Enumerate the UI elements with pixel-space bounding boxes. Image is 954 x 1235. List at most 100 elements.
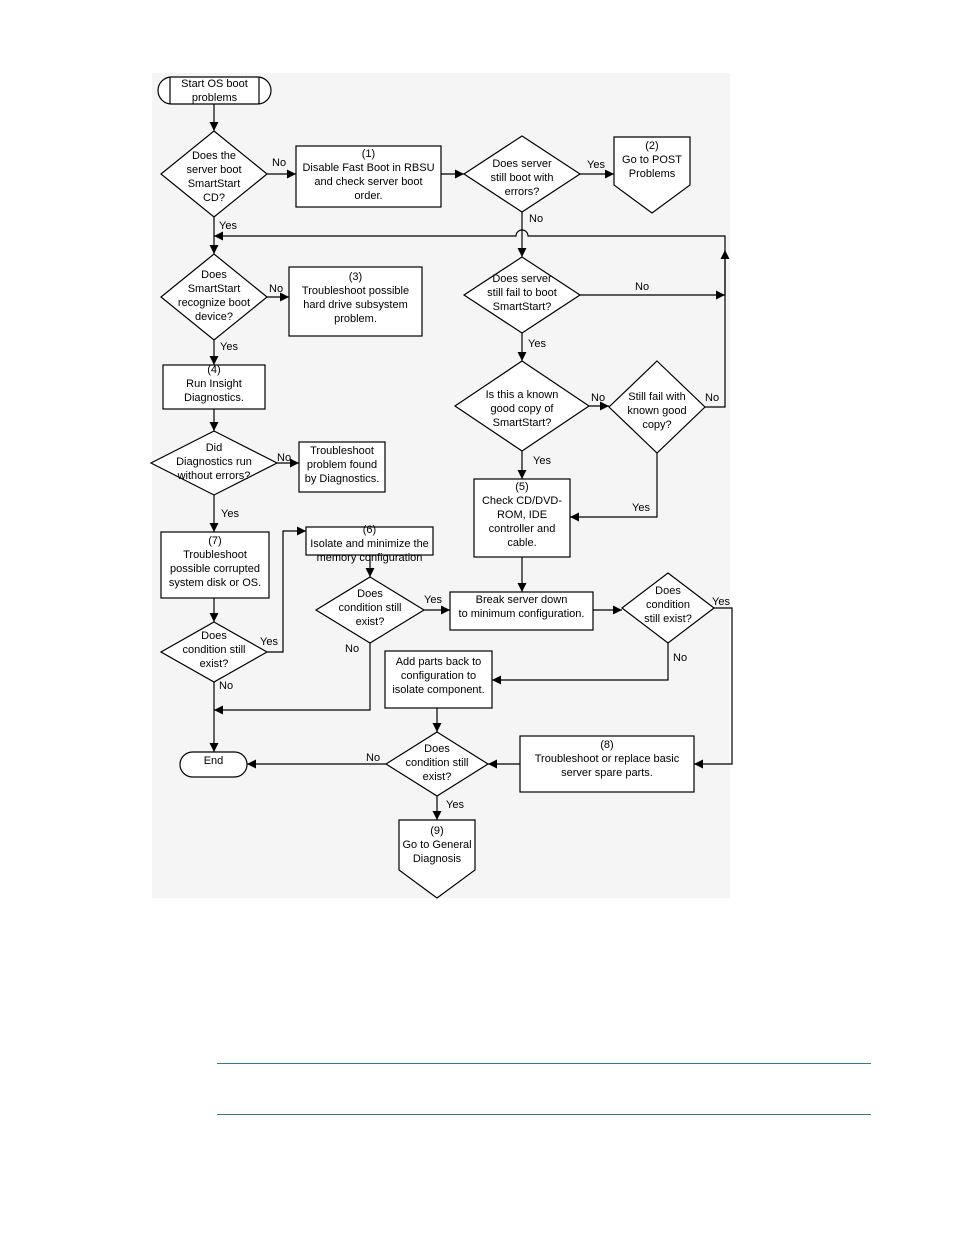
q-recognize-text-1: Does bbox=[201, 269, 227, 281]
q-cond-break-to-step8-arrow bbox=[694, 607, 733, 769]
step6-text-2: Isolate and minimize the bbox=[310, 538, 429, 550]
edge-label-yes-15: Yes bbox=[424, 594, 442, 606]
step3-text-2: Troubleshoot possible bbox=[302, 285, 409, 297]
q-cond-final-text-2: condition still bbox=[406, 757, 469, 769]
q-cond-7-text-2: condition still bbox=[183, 644, 246, 656]
bottom-rule bbox=[217, 1114, 871, 1115]
start-text-1: Start OS boot bbox=[181, 78, 248, 90]
step5-text-5: cable. bbox=[507, 537, 536, 549]
edge-label-no-5: No bbox=[269, 283, 283, 295]
add-parts-text-2: configuration to bbox=[401, 670, 476, 682]
step1-text-3: and check server boot bbox=[314, 176, 422, 188]
loop-back-to-q-recognize-arrow bbox=[214, 229, 726, 295]
step1-text-2: Disable Fast Boot in RBSU bbox=[302, 162, 434, 174]
edge-label-yes-2: Yes bbox=[219, 220, 237, 232]
q-fail-boot-text-2: still fail to boot bbox=[487, 287, 557, 299]
end-text-1: End bbox=[204, 755, 224, 767]
step3-text-4: problem. bbox=[334, 313, 377, 325]
step5-text-2: Check CD/DVD- bbox=[482, 495, 562, 507]
edge-label-yes-6: Yes bbox=[220, 341, 238, 353]
edge-label-yes-8: Yes bbox=[528, 338, 546, 350]
q-still-fail-text-2: known good bbox=[627, 405, 686, 417]
q-fail-boot-text-1: Does server bbox=[492, 273, 552, 285]
top-rule bbox=[217, 1063, 871, 1064]
step9-text-2: Go to General bbox=[402, 839, 471, 851]
step9-text-1: (9) bbox=[430, 825, 443, 837]
q-cond-break-to-add-parts-arrow bbox=[492, 643, 669, 685]
q-cond-7-to-step6-arrow bbox=[267, 526, 306, 653]
start-node: Start OS boot problems bbox=[157, 76, 272, 105]
q-cond-6-node: Does condition still exist? bbox=[314, 576, 426, 644]
step5-text-3: ROM, IDE bbox=[497, 509, 547, 521]
q-cond-final-text-1: Does bbox=[424, 743, 450, 755]
q-boot-errors-text-2: still boot with bbox=[491, 172, 554, 184]
edge-label-yes-22: Yes bbox=[446, 799, 464, 811]
edge-label-yes-12: Yes bbox=[632, 502, 650, 514]
q-cond-6-text-2: condition still bbox=[339, 602, 402, 614]
step7-text-2: Troubleshoot bbox=[183, 549, 247, 561]
break-down-text-1: Break server down bbox=[476, 594, 568, 606]
q-boot-cd-text-4: CD? bbox=[203, 192, 225, 204]
q-still-fail-no-arrow bbox=[705, 250, 730, 408]
step6-text-3: memory configuration bbox=[317, 552, 423, 564]
q-cond-break-text-3: still exist? bbox=[644, 613, 692, 625]
edge-label-no-16: No bbox=[345, 643, 359, 655]
q-cond-6-text-3: exist? bbox=[356, 616, 385, 628]
q-diag-errors-text-2: Diagnostics run bbox=[176, 456, 252, 468]
q-recognize-text-2: SmartStart bbox=[188, 283, 241, 295]
step5-text-4: controller and bbox=[489, 523, 556, 535]
q-cond-6-no-arrow bbox=[214, 643, 371, 715]
edge-label-yes-19: Yes bbox=[260, 636, 278, 648]
q-recognize-text-3: recognize boot bbox=[178, 297, 250, 309]
step3-text-3: hard drive subsystem bbox=[303, 299, 408, 311]
q-fail-boot-text-3: SmartStart? bbox=[493, 301, 552, 313]
q-boot-cd-text-3: SmartStart bbox=[188, 178, 241, 190]
step8-text-3: server spare parts. bbox=[561, 767, 653, 779]
q-boot-cd-text-1: Does the bbox=[192, 150, 236, 162]
step5-text-1: (5) bbox=[515, 481, 528, 493]
q-known-copy-text-3: SmartStart? bbox=[493, 417, 552, 429]
q-cond-6-text-1: Does bbox=[357, 588, 383, 600]
troubleshoot-diag-text-3: by Diagnostics. bbox=[305, 473, 380, 485]
edge-label-no-21: No bbox=[366, 752, 380, 764]
q-diag-errors-text-1: Did bbox=[206, 442, 223, 454]
q-known-copy-text-2: good copy of bbox=[491, 403, 555, 415]
edge-label-no-20: No bbox=[219, 680, 233, 692]
step7-text-3: possible corrupted bbox=[170, 563, 260, 575]
step1-text-1: (1) bbox=[362, 148, 375, 160]
q-cond-break-text-1: Does bbox=[655, 585, 681, 597]
edge-label-yes-3: Yes bbox=[587, 159, 605, 171]
edge-label-yes-17: Yes bbox=[712, 596, 730, 608]
q-known-copy-text-1: Is this a known bbox=[486, 389, 559, 401]
step2-text-2: Go to POST bbox=[622, 154, 682, 166]
edge-label-no-10: No bbox=[705, 392, 719, 404]
q-recognize-text-4: device? bbox=[195, 311, 233, 323]
step7-text-4: system disk or OS. bbox=[169, 577, 261, 589]
edge-label-no-7: No bbox=[635, 281, 649, 293]
break-down-text-2: to minimum configuration. bbox=[459, 608, 585, 620]
start-text-2: problems bbox=[192, 92, 238, 104]
troubleshoot-diag-text-2: problem found bbox=[307, 459, 377, 471]
q-cond-7-text-3: exist? bbox=[200, 658, 229, 670]
add-parts-text-1: Add parts back to bbox=[396, 656, 482, 668]
edge-label-yes-14: Yes bbox=[221, 508, 239, 520]
q-still-fail-to-step5-arrow bbox=[570, 453, 658, 522]
q-cond-break-text-2: condition bbox=[646, 599, 690, 611]
q-cond-break-node: Does condition still exist? bbox=[621, 572, 715, 644]
step1-node: (1) Disable Fast Boot in RBSU and check se… bbox=[295, 145, 442, 208]
edge-label-no-9: No bbox=[591, 392, 605, 404]
